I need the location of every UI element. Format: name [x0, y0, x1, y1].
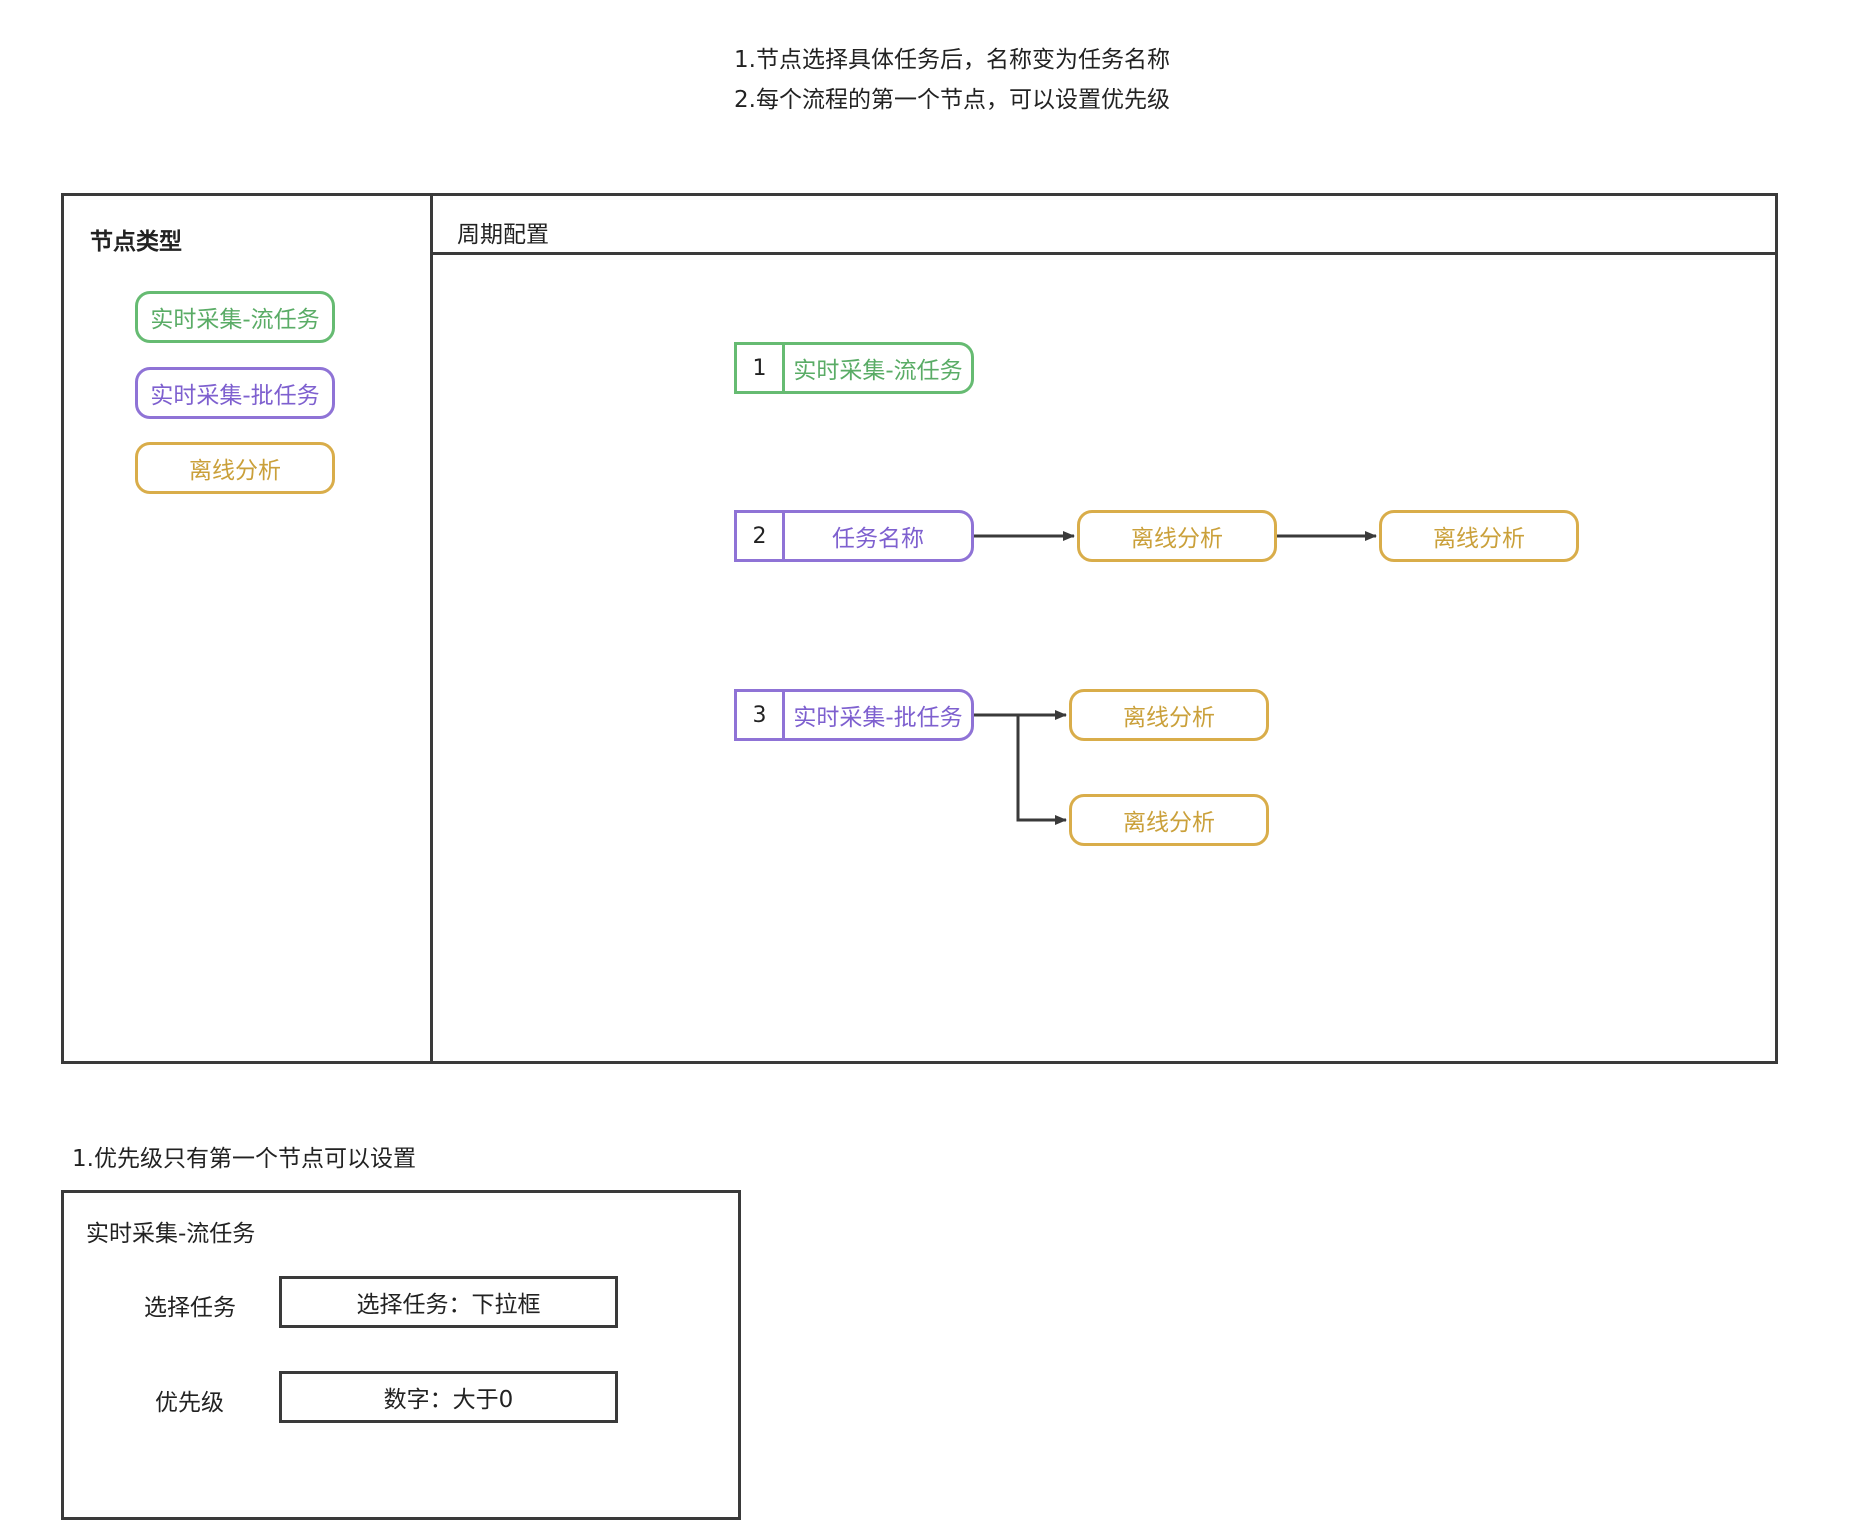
diagram-frame — [61, 193, 1778, 1064]
priority-input[interactable]: 数字：大于0 — [279, 1371, 618, 1423]
flow-2-node-3[interactable]: 离线分析 — [1379, 510, 1579, 562]
priority-note: 1.优先级只有第一个节点可以设置 — [72, 1146, 416, 1172]
flow-2-first-node[interactable]: 2 任务名称 — [734, 510, 974, 562]
node-config-form — [61, 1190, 741, 1520]
flow-index: 1 — [734, 342, 782, 394]
flow-1-first-node[interactable]: 1 实时采集-流任务 — [734, 342, 974, 394]
palette-stream-task[interactable]: 实时采集-流任务 — [135, 291, 335, 343]
priority-label: 优先级 — [155, 1390, 224, 1416]
node-type-title: 节点类型 — [90, 229, 182, 255]
select-task-label: 选择任务 — [144, 1295, 236, 1321]
note-line-1: 1.节点选择具体任务后，名称变为任务名称 — [734, 47, 1170, 73]
note-line-2: 2.每个流程的第一个节点，可以设置优先级 — [734, 87, 1170, 113]
flow-index: 3 — [734, 689, 782, 741]
flow-3-branch-2[interactable]: 离线分析 — [1069, 794, 1269, 846]
header-divider — [430, 252, 1778, 255]
node-label: 任务名称 — [782, 510, 974, 562]
node-label: 实时采集-流任务 — [782, 342, 974, 394]
select-task-dropdown[interactable]: 选择任务：下拉框 — [279, 1276, 618, 1328]
flow-3-first-node[interactable]: 3 实时采集-批任务 — [734, 689, 974, 741]
palette-batch-task[interactable]: 实时采集-批任务 — [135, 367, 335, 419]
node-label: 实时采集-批任务 — [782, 689, 974, 741]
palette-offline-analysis[interactable]: 离线分析 — [135, 442, 335, 494]
flow-3-branch-1[interactable]: 离线分析 — [1069, 689, 1269, 741]
flow-index: 2 — [734, 510, 782, 562]
flow-2-node-2[interactable]: 离线分析 — [1077, 510, 1277, 562]
form-title: 实时采集-流任务 — [86, 1221, 256, 1247]
cycle-config-title: 周期配置 — [457, 222, 549, 248]
panel-divider — [430, 193, 433, 1064]
